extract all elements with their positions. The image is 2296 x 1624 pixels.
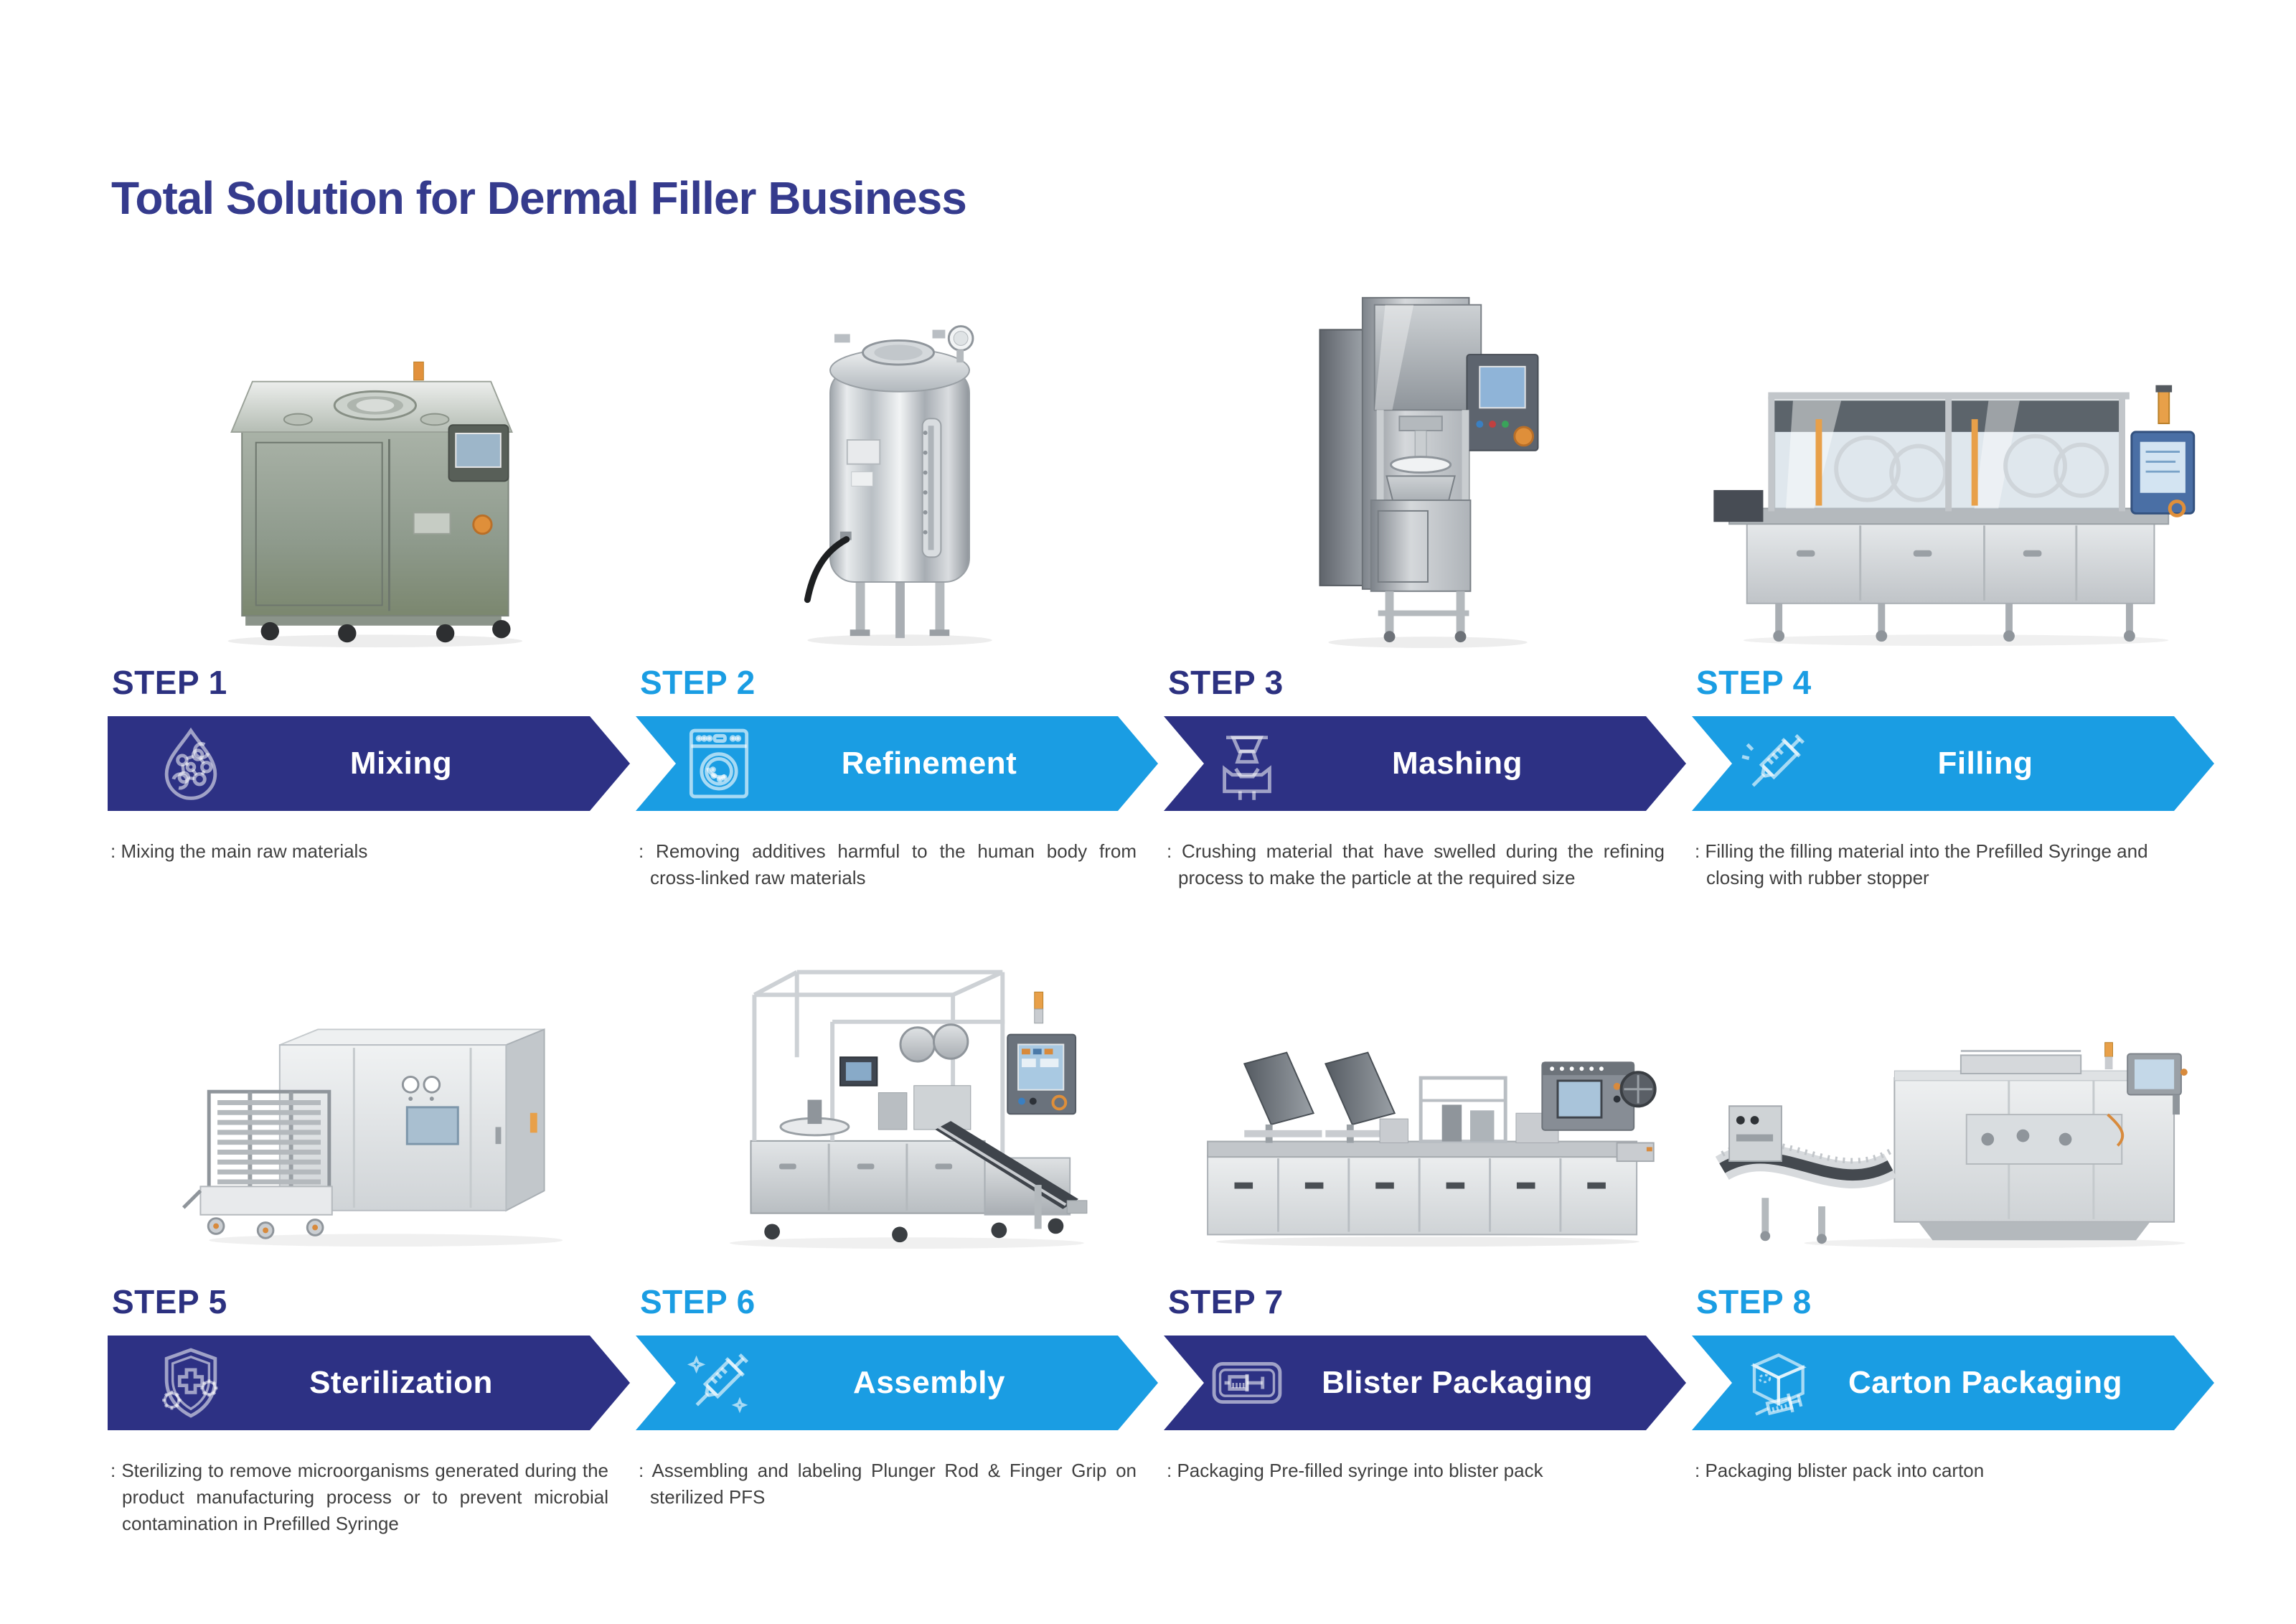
step-banner: Assembly [636,1336,1158,1430]
cartoning-machine-photo [1692,951,2220,1252]
step-description: : Filling the filling material into the … [1695,840,2148,888]
step-name: Mashing [1392,746,1523,781]
step-section-7: STEP 7 Blister Packaging : Packaging Pre… [1164,951,1692,1624]
step-section-2: STEP 2 Refinement : Removing additives h… [636,287,1164,919]
step-label: STEP 1 [112,664,227,701]
filling-line-photo [1692,287,2220,649]
paste-mixer-illustration [227,361,523,648]
step-banner: Refinement [636,716,1158,811]
droplet-molecule-icon [108,722,244,805]
page-title: Total Solution for Dermal Filler Busines… [111,172,967,224]
step-name: Assembly [853,1365,1005,1400]
step-description: : Packaging Pre-filled syringe into blis… [1167,1460,1543,1481]
washing-machine-icon [636,722,772,805]
sterilization-chamber-photo [108,951,636,1252]
cartoning-machine-illustration [1715,1042,2188,1249]
step-description: : Mixing the main raw materials [110,840,368,862]
step-description: : Assembling and labeling Plunger Rod & … [639,1460,1137,1508]
step-section-4: STEP 4 Filling : Filling the filling mat… [1692,287,2220,919]
step-name: Blister Packaging [1322,1365,1593,1400]
syringe-icon [1692,722,1828,805]
paste-mixer-photo [108,287,636,649]
carton-box-icon [1692,1341,1828,1424]
step-banner: Carton Packaging [1692,1336,2214,1430]
step-label: STEP 3 [1168,664,1284,701]
step-label: STEP 2 [640,664,756,701]
shield-cross-icon [108,1341,244,1424]
step-section-8: STEP 8 Carton Packaging : Packagi [1692,951,2220,1624]
step-name: Sterilization [309,1365,493,1400]
step-description: : Packaging blister pack into carton [1695,1460,1985,1481]
step-label: STEP 6 [640,1283,756,1320]
step-description: : Sterilizing to remove microorganisms g… [110,1460,608,1534]
step-label: STEP 4 [1696,664,1812,701]
step-name: Refinement [841,746,1017,781]
step-name: Filling [1937,746,2033,781]
blister-line-illustration [1207,1051,1657,1247]
step-banner: Sterilization [108,1336,630,1430]
filling-line-illustration [1713,385,2196,647]
assembly-machine-photo [636,951,1164,1252]
step-label: STEP 7 [1168,1283,1284,1320]
mashing-press-illustration [1319,296,1539,649]
blister-line-photo [1164,951,1692,1252]
step-section-6: STEP 6 Assembly : Assembling and labelin… [636,951,1164,1624]
step-description: : Removing additives harmful to the huma… [639,840,1137,888]
assembly-machine-illustration [729,970,1088,1249]
step-banner: Mixing [108,716,630,811]
stainless-tank-illustration [804,325,992,647]
blister-pack-icon [1164,1341,1300,1424]
stainless-tank-photo [636,287,1164,649]
step-banner: Mashing [1164,716,1686,811]
step-name: Carton Packaging [1848,1365,2123,1400]
step-section-5: STEP 5 [108,951,636,1624]
step-section-3: STEP 3 Mashing : Crushing material that … [1164,287,1692,919]
masher-press-icon [1164,722,1300,805]
syringe-sparkle-icon [636,1341,772,1424]
step-section-1: STEP 1 Mixing : Mixing the main raw mate… [108,287,636,919]
step-label: STEP 5 [112,1283,227,1320]
step-label: STEP 8 [1696,1283,1812,1320]
step-banner: Filling [1692,716,2214,811]
sterilization-chamber-illustration [182,1028,563,1247]
step-name: Mixing [349,746,453,781]
mashing-press-photo [1164,287,1692,649]
step-description: : Crushing material that have swelled du… [1167,840,1665,888]
step-banner: Blister Packaging [1164,1336,1686,1430]
